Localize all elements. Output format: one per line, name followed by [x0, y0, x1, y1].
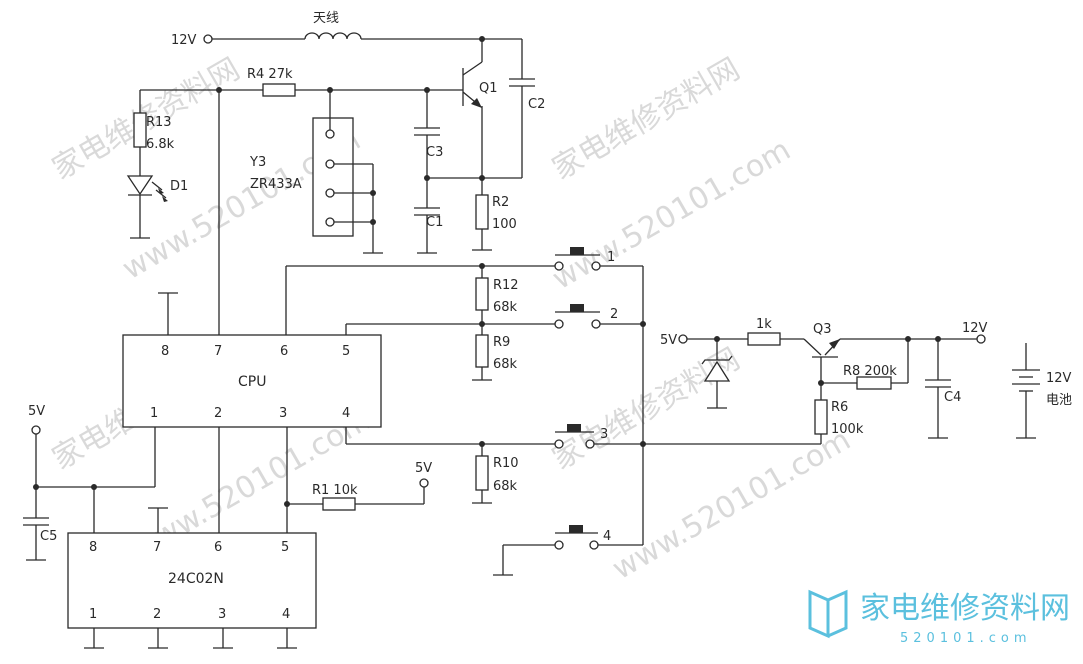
- label-c3: C3: [426, 145, 443, 160]
- eeprom-chip: 24C02N 8 7 6 5 1 2 3 4: [67, 507, 317, 649]
- switch-3: 3: [554, 424, 643, 449]
- label-q1: Q1: [479, 81, 498, 96]
- cpu-pin-label: 4: [342, 406, 350, 421]
- cpu-pin-label: 3: [279, 406, 287, 421]
- label-c2: C2: [528, 97, 545, 112]
- label-antenna: 天线: [313, 11, 339, 26]
- label-r10: R10: [493, 456, 519, 471]
- cpu-pin-label: 6: [280, 344, 288, 359]
- label-switch-2: 2: [610, 307, 618, 322]
- label-5v-left: 5V: [28, 404, 45, 419]
- cpu-pin-label: 2: [214, 406, 222, 421]
- label-1k: 1k: [756, 317, 772, 332]
- oscillator-section: R4 27k R13 6.8k D1 Y3 ZR433A C3: [126, 67, 522, 254]
- resistor-r10: [475, 455, 489, 491]
- antenna-coil: [304, 32, 362, 40]
- label-switch-1: 1: [607, 250, 615, 265]
- switch-4: 4: [493, 525, 643, 576]
- resistor-r9: [475, 334, 489, 368]
- label-r6: R6: [831, 400, 848, 415]
- eeprom-pin-label: 3: [218, 607, 226, 622]
- key-resistors: R12 68k R9 68k R10 68k: [472, 263, 519, 504]
- regulator-section: 5V 1k Q3 R8 200k R6 100k: [643, 317, 988, 445]
- label-r8: R8 200k: [843, 364, 897, 379]
- site-logo: 家电维修资料网 520101.com: [808, 589, 1070, 646]
- label-r6-value: 100k: [831, 422, 864, 437]
- switch-2: 2: [554, 304, 643, 329]
- label-switch-3: 3: [600, 427, 608, 442]
- resonator-y3: [312, 117, 354, 237]
- logo-name: 家电维修资料网: [860, 591, 1070, 626]
- cpu-pin-label: 7: [214, 344, 222, 359]
- label-battery-name: 电池: [1046, 393, 1072, 408]
- resistor-r4: [262, 83, 296, 97]
- resistor-r1: [322, 497, 356, 511]
- eeprom-pin-label: 4: [282, 607, 290, 622]
- eeprom-label: 24C02N: [168, 571, 224, 587]
- eeprom-pin-label: 5: [281, 540, 289, 555]
- label-y3-part: ZR433A: [250, 177, 302, 192]
- antenna-section: 12V 天线 C2: [171, 11, 545, 178]
- label-12v-top: 12V: [171, 33, 197, 48]
- logo-url: 520101.com: [900, 631, 1032, 646]
- label-q3: Q3: [813, 322, 832, 337]
- label-c4: C4: [944, 390, 961, 405]
- label-r1: R1 10k: [312, 483, 358, 498]
- label-battery-voltage: 12V: [1046, 371, 1072, 386]
- switch-1: 1: [554, 247, 643, 271]
- eeprom-pin-label: 8: [89, 540, 97, 555]
- resistor-r2: [475, 194, 489, 230]
- label-r12-value: 68k: [493, 300, 518, 315]
- label-c1: C1: [426, 215, 443, 230]
- cpu-pin-label: 1: [150, 406, 158, 421]
- left-supply: 5V C5: [23, 404, 155, 561]
- label-c5: C5: [40, 529, 57, 544]
- cpu-label: CPU: [238, 374, 266, 390]
- label-r9: R9: [493, 335, 510, 350]
- eeprom-pin-label: 6: [214, 540, 222, 555]
- cpu-pin-label: 5: [342, 344, 350, 359]
- resistor-1k: [747, 332, 781, 346]
- label-5v-r1: 5V: [415, 461, 432, 476]
- resistor-r12: [475, 277, 489, 311]
- eeprom-pin-label: 7: [153, 540, 161, 555]
- label-r13: R13: [146, 115, 172, 130]
- label-d1: D1: [170, 179, 188, 194]
- watermark-brand: 家电维修资料网: [547, 342, 746, 477]
- label-r13-value: 6.8k: [146, 137, 175, 152]
- resistor-r13: [133, 112, 147, 148]
- eeprom-pin-label: 2: [153, 607, 161, 622]
- watermark-brand: 家电维修资料网: [547, 52, 746, 187]
- cpu-pin-label: 8: [161, 344, 169, 359]
- label-r4: R4 27k: [247, 67, 293, 82]
- label-switch-4: 4: [603, 529, 611, 544]
- cpu-chip: CPU 8 7 6 5 1 2 3 4: [122, 334, 382, 428]
- battery: 12V 电池: [1012, 343, 1072, 439]
- cpu-wiring: [154, 90, 555, 533]
- label-r12: R12: [493, 278, 519, 293]
- label-r9-value: 68k: [493, 357, 518, 372]
- label-r10-value: 68k: [493, 479, 518, 494]
- label-y3: Y3: [249, 155, 266, 170]
- r1-pullup: R1 10k 5V: [287, 461, 432, 511]
- book-icon: [808, 589, 848, 639]
- q1-transistor: Q1: [427, 39, 498, 178]
- label-12v-right: 12V: [962, 321, 988, 336]
- eeprom-pin-label: 1: [89, 607, 97, 622]
- watermark-url: www.520101.com: [607, 422, 857, 587]
- resistor-r6: [814, 399, 828, 435]
- label-r2: R2: [492, 195, 509, 210]
- label-r2-value: 100: [492, 217, 517, 232]
- led-d1: [126, 175, 154, 196]
- label-5v-reg: 5V: [660, 333, 677, 348]
